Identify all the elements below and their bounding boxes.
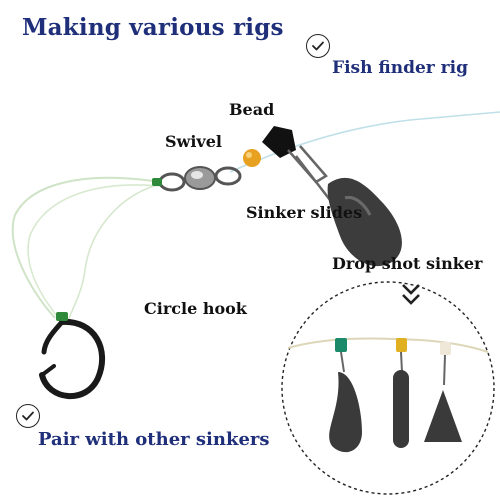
leader-line xyxy=(11,176,161,319)
sinker-variety-circle xyxy=(281,281,495,495)
swivel xyxy=(158,166,242,192)
check-circle-icon xyxy=(306,34,330,58)
bead xyxy=(243,149,261,167)
label-circle-hook: Circle hook xyxy=(144,299,247,318)
circle-hook xyxy=(39,318,106,399)
label-sinker-slides: Sinker slides xyxy=(246,203,363,222)
drop-shot-sinker xyxy=(327,177,402,267)
double-chevron-down-icon xyxy=(402,284,420,305)
label-bead: Bead xyxy=(229,100,275,119)
leader-line xyxy=(27,184,161,321)
badge-pair-with-other-sinkers: Pair with other sinkers xyxy=(38,429,270,450)
check-circle-icon xyxy=(16,404,40,428)
sinker-slide xyxy=(262,126,296,158)
page-title: Making various rigs xyxy=(22,14,284,41)
label-swivel: Swivel xyxy=(165,132,222,151)
label-drop-shot-sinker: Drop shot sinker xyxy=(332,254,483,273)
badge-fish-finder-rig: Fish finder rig xyxy=(332,58,468,78)
leader-line xyxy=(67,183,161,323)
